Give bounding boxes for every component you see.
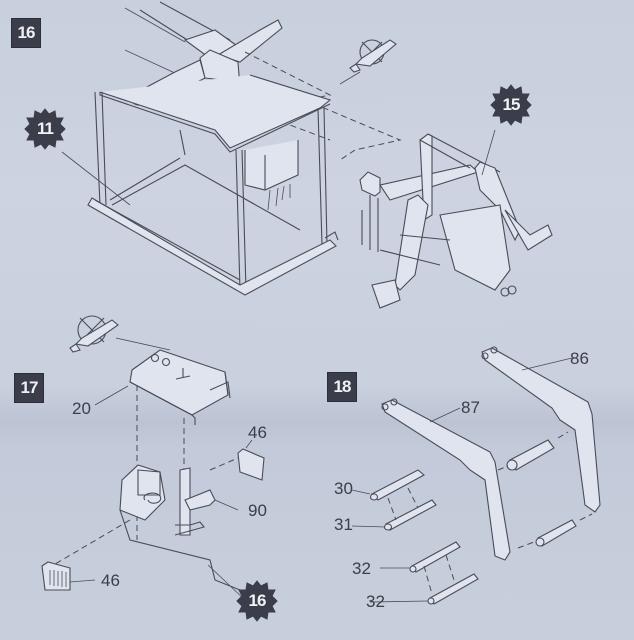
part-label-32-upper: 32 bbox=[352, 559, 371, 578]
part-label-31: 31 bbox=[334, 515, 353, 534]
part-label-46-panel: 46 bbox=[248, 423, 267, 442]
step16-loader-frame-drawing bbox=[359, 129, 553, 309]
step16-frame-drawing bbox=[61, 1, 402, 296]
part-label-90: 90 bbox=[248, 501, 267, 520]
part-label-86: 86 bbox=[570, 349, 589, 368]
reference-step-11-badge: 11 bbox=[24, 108, 66, 150]
part-label-30: 30 bbox=[334, 479, 353, 498]
glue-prohibited-icon bbox=[339, 39, 397, 85]
step-17-badge: 17 bbox=[14, 373, 44, 403]
step17-cover-part-20 bbox=[94, 349, 231, 540]
starburst-icon bbox=[24, 108, 66, 150]
step17-engine-block-drawing bbox=[49, 454, 246, 601]
part-label-32-lower: 32 bbox=[366, 592, 385, 611]
step18-loader-arms-drawing bbox=[381, 346, 601, 561]
reference-step-15-label: 15 bbox=[502, 95, 521, 114]
reference-step-16-label: 16 bbox=[248, 591, 267, 610]
step17-grille-46-lower bbox=[41, 561, 96, 591]
step18-crossbars-30-31 bbox=[351, 469, 437, 531]
starburst-icon bbox=[490, 84, 532, 126]
step17-panel-46-upper bbox=[237, 439, 265, 481]
step-16-badge: 16 bbox=[11, 18, 41, 48]
step18-crossbars-32 bbox=[369, 541, 479, 605]
reference-step-15-badge: 15 bbox=[490, 84, 532, 126]
part-label-46-grille: 46 bbox=[101, 571, 120, 590]
reference-step-16-badge: 16 bbox=[236, 580, 278, 622]
part-label-20: 20 bbox=[72, 399, 91, 418]
reference-step-11-label: 11 bbox=[37, 119, 54, 138]
step17-glue-icon bbox=[69, 315, 171, 353]
part-label-87: 87 bbox=[461, 398, 480, 417]
step-18-badge: 18 bbox=[327, 372, 357, 402]
starburst-icon bbox=[236, 580, 278, 622]
